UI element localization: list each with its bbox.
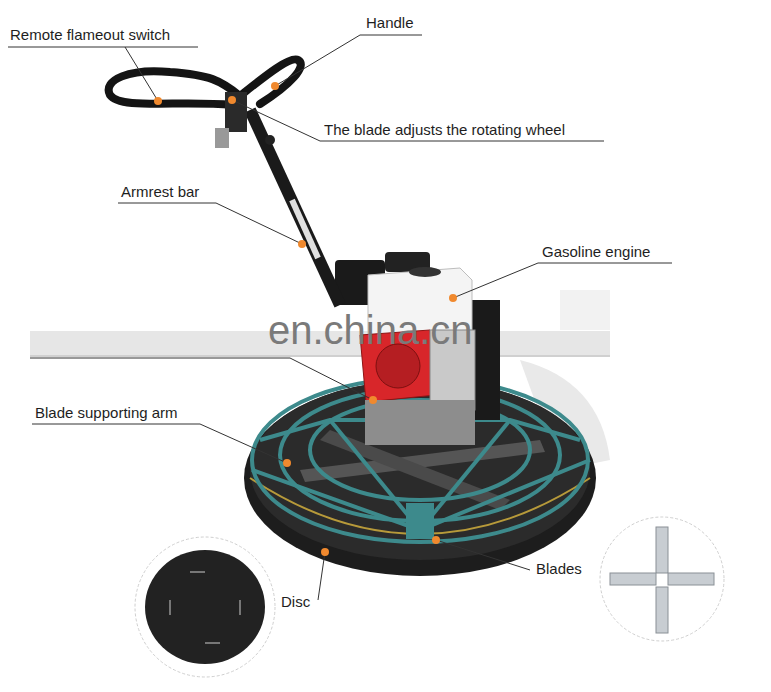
blades-inset-cross (610, 527, 714, 633)
part-label: Handle (366, 14, 414, 32)
shaft-highlight (292, 200, 318, 258)
part-label: Disc (281, 593, 310, 611)
disc-inset-tabs (170, 572, 240, 643)
handle-clamp (225, 92, 247, 132)
guard-cage (252, 378, 590, 542)
part-label: Remote flameout switch (10, 26, 170, 44)
gearbox (365, 400, 475, 445)
watermark-band-line (30, 355, 610, 357)
part-label: The blade adjusts the rotating wheel (324, 121, 565, 139)
handle-loop (109, 59, 301, 105)
watermark: en.china.cn (268, 307, 473, 353)
disc-top (250, 380, 590, 560)
disc (244, 380, 596, 576)
disc-inset (135, 537, 275, 677)
adjust-wheel (265, 135, 275, 145)
part-label: Gasoline engine (542, 243, 650, 261)
part-label: Blades (536, 560, 582, 578)
shadow (560, 290, 610, 330)
leader-lines (8, 35, 672, 600)
part-label: Blade supporting arm (35, 404, 178, 422)
blades-inset (600, 517, 724, 641)
disc-inset-plate (145, 550, 265, 664)
tank-cap (409, 267, 441, 277)
armrest-bar (250, 110, 340, 305)
part-label: Armrest bar (121, 183, 199, 201)
control-lever (215, 128, 229, 148)
